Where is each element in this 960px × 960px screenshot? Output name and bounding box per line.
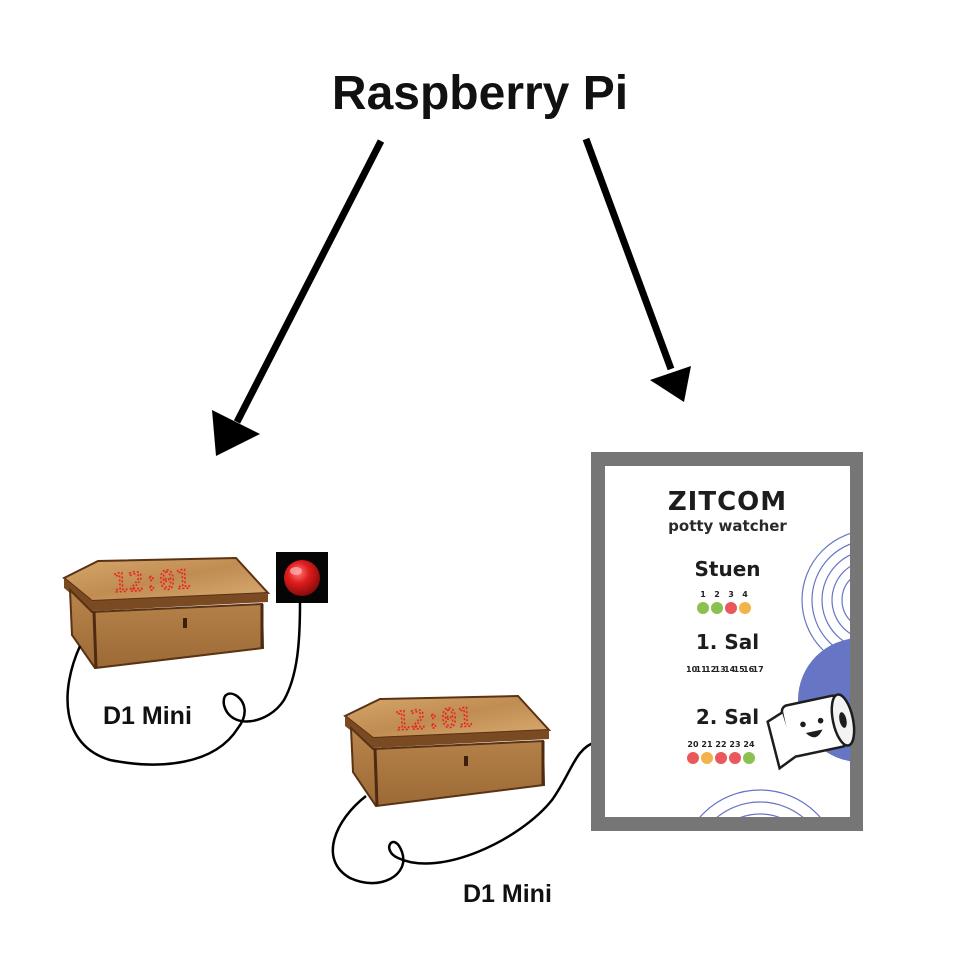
room-status-dot	[687, 752, 699, 764]
room-number: 22	[715, 740, 727, 749]
arrow-to-left-device	[212, 139, 385, 456]
room-status-dot	[711, 602, 723, 614]
floor-name-1-sal: 1. Sal	[695, 630, 760, 654]
room-status-dot	[739, 602, 751, 614]
room-number: 4	[742, 590, 748, 599]
left-cable	[66, 602, 302, 766]
room-status-dot	[743, 752, 755, 764]
room-number: 20	[687, 740, 699, 749]
room-number: 3	[728, 590, 734, 599]
floor-name-stuen: Stuen	[694, 557, 761, 581]
poster-brand: ZITCOM	[667, 487, 788, 517]
arrow-to-right-device	[582, 137, 691, 402]
left-clock-text: 12:01	[112, 565, 192, 599]
right-clock-text: 12:01	[394, 703, 474, 737]
right-device-label: D1 Mini	[463, 880, 552, 908]
right-cable	[331, 740, 597, 885]
room-status-dot	[697, 602, 709, 614]
poster-subtitle: potty watcher	[668, 517, 787, 535]
room-number: 15	[733, 665, 745, 674]
diagram-title: Raspberry Pi	[331, 67, 629, 120]
room-number: 14	[724, 665, 736, 674]
room-number: 13	[714, 665, 726, 674]
room-number: 23	[729, 740, 741, 749]
room-number: 24	[743, 740, 755, 749]
push-button-icon	[276, 552, 328, 603]
left-led-clock: 12:01	[111, 564, 192, 600]
room-number: 11	[695, 665, 707, 674]
room-number: 16	[743, 665, 755, 674]
room-status-dot	[715, 752, 727, 764]
room-number: 10	[686, 665, 698, 674]
toilet-roll-icon	[766, 693, 856, 771]
room-number: 17	[752, 665, 764, 674]
room-number: 1	[700, 590, 706, 599]
room-status-dot	[701, 752, 713, 764]
right-led-clock: 12:01	[393, 702, 474, 738]
room-number: 12	[705, 665, 717, 674]
left-device-label: D1 Mini	[103, 702, 192, 730]
room-number: 21	[701, 740, 713, 749]
floor-name-2-sal: 2. Sal	[695, 705, 760, 729]
status-poster	[591, 452, 863, 831]
right-wooden-box: 12:01	[343, 694, 552, 808]
room-status-dot	[725, 602, 737, 614]
room-status-dot	[729, 752, 741, 764]
left-wooden-box: 12:01	[62, 556, 271, 670]
room-number: 2	[714, 590, 720, 599]
